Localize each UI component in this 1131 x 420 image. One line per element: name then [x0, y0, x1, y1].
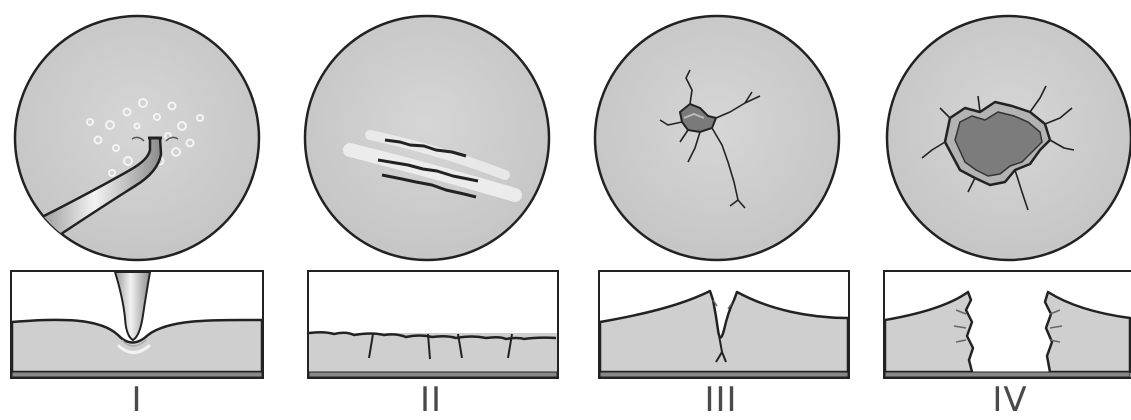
stage-3-cross-section: [599, 271, 849, 378]
stage-1-cross-section: [11, 271, 263, 378]
stage-3-top-view: [595, 16, 839, 260]
stage-label-4: IV: [950, 383, 1070, 417]
stage-2-circle: [305, 16, 549, 260]
stage-1-top-view: [15, 16, 259, 260]
stage-label-2: II: [371, 383, 491, 417]
stage-4-cross-section: [884, 271, 1131, 378]
stage-label-3: III: [661, 383, 781, 417]
stage-label-1: I: [77, 383, 197, 417]
stage-2-cross-section: [308, 271, 558, 378]
stage-2-top-view: [305, 16, 549, 260]
stage-4-top-view: [887, 16, 1131, 260]
